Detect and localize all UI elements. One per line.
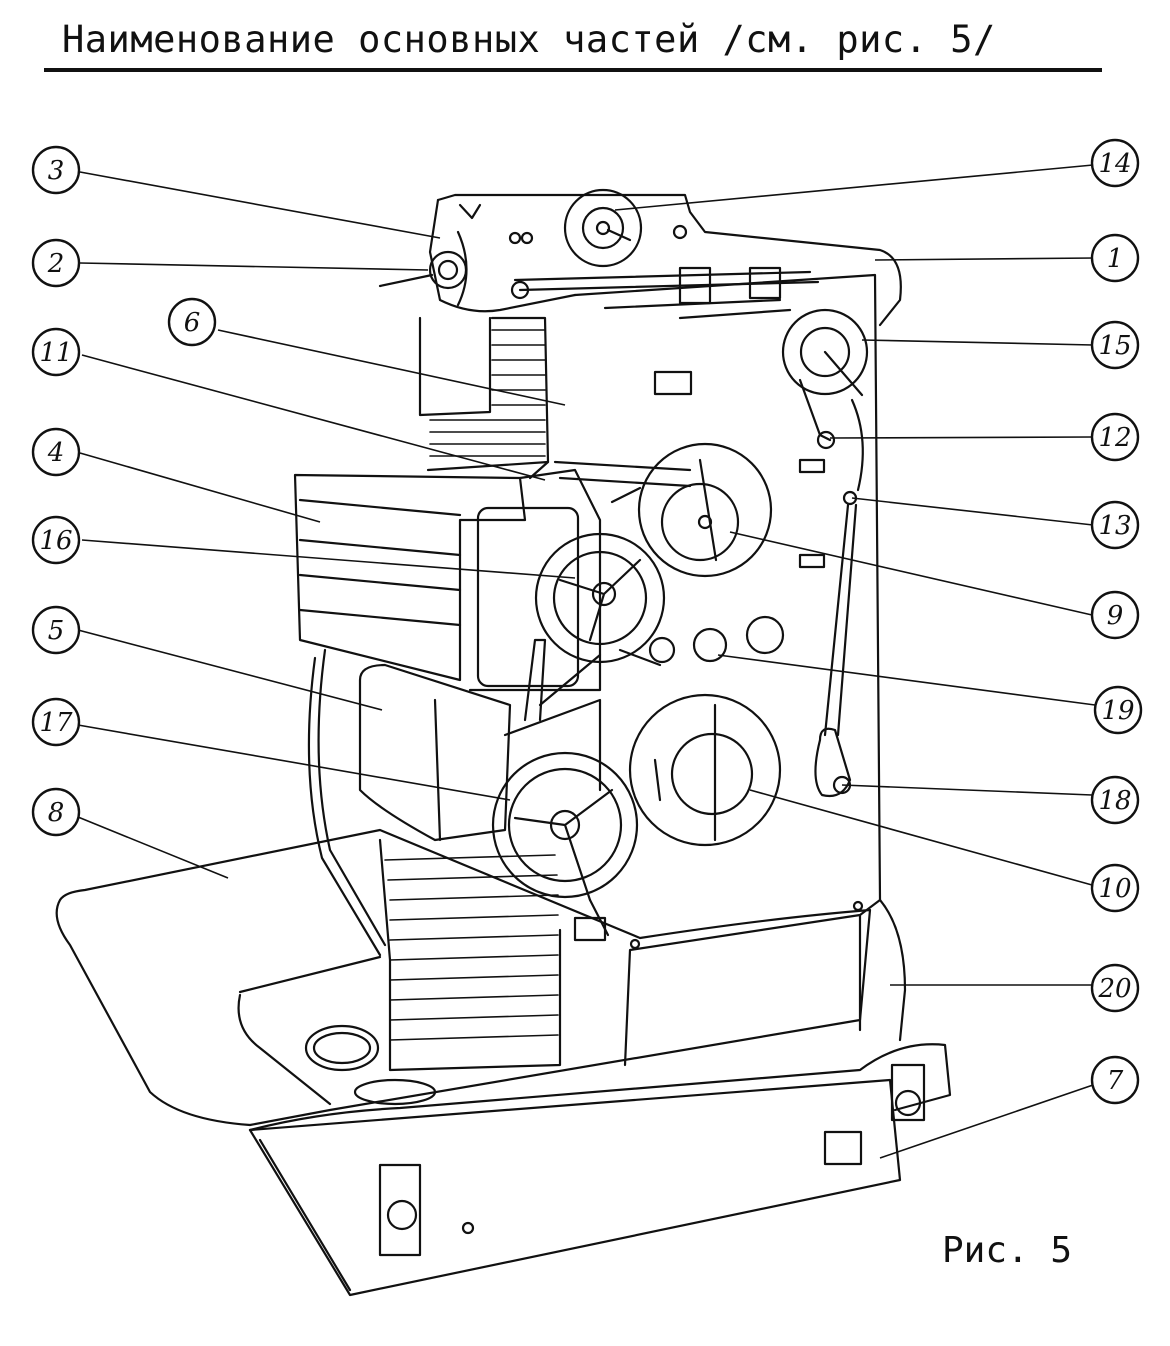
callout-circle <box>31 427 81 477</box>
table-handwheel <box>534 532 666 664</box>
callout-number: 19 <box>1101 696 1134 726</box>
callout-18: 18 <box>1090 775 1140 825</box>
callout-14: 14 <box>1090 138 1140 188</box>
callout-number: 5 <box>48 616 65 646</box>
machine-drawing <box>55 188 952 1297</box>
callout-13: 13 <box>1090 500 1140 550</box>
callout-circle <box>1090 320 1140 370</box>
callout-circle <box>1090 1055 1140 1105</box>
callout-circle <box>31 145 81 195</box>
callout-20: 20 <box>1090 963 1140 1013</box>
callout-number: 20 <box>1097 974 1131 1004</box>
callout-circle <box>31 787 81 837</box>
callout-1: 1 <box>1090 233 1140 283</box>
callout-number: 7 <box>1107 1066 1124 1096</box>
callout-number: 15 <box>1098 331 1131 361</box>
callout-circle <box>1093 685 1143 735</box>
callout-10: 10 <box>1090 863 1140 913</box>
callout-circle <box>1090 775 1140 825</box>
callout-3: 3 <box>31 145 81 195</box>
chip-tray-table <box>55 828 872 1127</box>
machine-base-tray <box>248 1078 902 1297</box>
callout-number: 18 <box>1098 786 1131 816</box>
callout-8: 8 <box>31 787 81 837</box>
callout-number: 9 <box>1107 601 1124 631</box>
callout-5: 5 <box>31 605 81 655</box>
callout-number: 16 <box>39 526 72 556</box>
callout-number: 8 <box>48 798 65 828</box>
callout-19: 19 <box>1093 685 1143 735</box>
callout-6: 6 <box>167 297 217 347</box>
knee-handwheel <box>491 751 639 899</box>
feed-selector-dial <box>637 442 773 578</box>
callout-number: 14 <box>1098 149 1131 179</box>
spindle-speed-dial <box>628 693 782 847</box>
callout-circle <box>1090 138 1140 188</box>
callout-circle <box>167 297 217 347</box>
callout-circle <box>1090 590 1140 640</box>
callout-number: 11 <box>39 338 72 368</box>
callout-16: 16 <box>31 515 81 565</box>
callout-circle <box>31 697 81 747</box>
callout-17: 17 <box>31 697 81 747</box>
callout-number: 2 <box>47 249 65 279</box>
callout-circle <box>31 327 81 377</box>
callout-number: 1 <box>1107 244 1124 274</box>
page-title: Наименование основных частей /см. рис. 5… <box>62 18 996 61</box>
callout-number: 3 <box>48 156 65 186</box>
callout-number: 17 <box>39 708 73 738</box>
callout-group: 3 2 6 11 4 16 5 17 8 14 1 15 12 13 9 19 18 10 20 7 <box>31 138 1143 1105</box>
title-underline <box>44 68 1102 72</box>
leader-lines <box>77 164 1096 1159</box>
callout-circle <box>31 238 81 288</box>
overarm-handwheel <box>563 188 643 268</box>
callout-circle <box>1090 500 1140 550</box>
callout-circle <box>31 515 81 565</box>
spindle-nose <box>428 250 468 290</box>
figure-caption: Рис. 5 <box>942 1230 1073 1271</box>
callout-number: 13 <box>1098 511 1131 541</box>
machine-column <box>573 273 882 1067</box>
callout-4: 4 <box>31 427 81 477</box>
callout-number: 12 <box>1098 423 1131 453</box>
callout-number: 6 <box>184 308 201 338</box>
callout-12: 12 <box>1090 412 1140 462</box>
callout-7: 7 <box>1090 1055 1140 1105</box>
control-buttons <box>648 636 676 664</box>
callout-circle <box>1090 233 1140 283</box>
overarm-housing <box>436 193 902 327</box>
callout-number: 10 <box>1098 874 1131 904</box>
callout-number: 4 <box>47 438 65 468</box>
callout-circle <box>31 605 81 655</box>
knee <box>358 663 512 842</box>
callout-2: 2 <box>31 238 81 288</box>
callout-circle <box>1090 963 1140 1013</box>
right-handwheel <box>781 308 869 396</box>
callout-circle <box>1090 863 1140 913</box>
callout-circle <box>1090 412 1140 462</box>
callout-11: 11 <box>31 327 81 377</box>
callout-9: 9 <box>1090 590 1140 640</box>
callout-15: 15 <box>1090 320 1140 370</box>
